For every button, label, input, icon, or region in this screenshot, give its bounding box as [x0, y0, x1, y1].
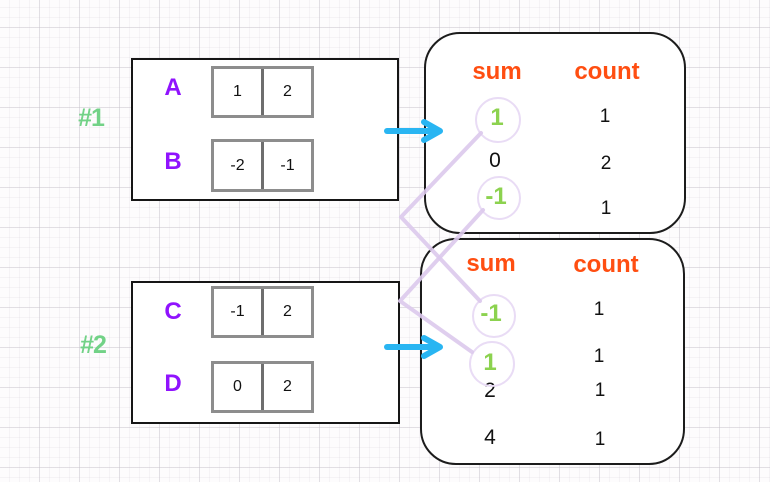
array-a-cells: 1 2 — [211, 66, 314, 118]
highlight-circle — [469, 341, 515, 387]
array-b-label: B — [164, 148, 182, 175]
count-header: count — [574, 58, 640, 85]
sum-value: 2 — [484, 379, 496, 402]
array-cell: -2 — [230, 156, 245, 174]
array-cell: -1 — [261, 142, 311, 189]
count-value: 2 — [600, 153, 612, 174]
sum-value: 0 — [489, 149, 501, 172]
array-cell: 2 — [261, 69, 311, 115]
array-cell: 1 — [233, 83, 242, 100]
array-cell: 2 — [261, 364, 311, 410]
sum-header: sum — [466, 250, 516, 277]
count-value: 1 — [593, 299, 605, 320]
highlight-circle — [475, 97, 521, 143]
sum-header: sum — [472, 58, 522, 85]
count-value: 1 — [600, 198, 612, 219]
array-c-cells: -1 2 — [211, 286, 314, 338]
count-value: 1 — [593, 346, 605, 367]
sum-value: 4 — [484, 426, 496, 449]
array-c-label: C — [164, 298, 182, 325]
array-a-label: A — [164, 74, 182, 101]
count-value: 1 — [594, 380, 606, 401]
sum-value-highlighted: -1 — [480, 299, 502, 327]
count-value: 1 — [594, 429, 606, 450]
array-cell: -1 — [230, 303, 245, 320]
sum-value-highlighted: -1 — [485, 182, 507, 210]
example-2-label: #2 — [80, 330, 107, 359]
array-cell: 0 — [233, 378, 242, 395]
sum-value-highlighted: 1 — [483, 348, 497, 376]
array-d-label: D — [164, 370, 182, 397]
sum-value-highlighted: 1 — [490, 103, 504, 131]
array-cell: 2 — [261, 289, 311, 335]
array-b-cells: -2 -1 — [211, 139, 314, 192]
count-value: 1 — [599, 106, 611, 127]
example-1-label: #1 — [78, 103, 105, 132]
count-header: count — [573, 251, 639, 278]
array-d-cells: 0 2 — [211, 361, 314, 413]
